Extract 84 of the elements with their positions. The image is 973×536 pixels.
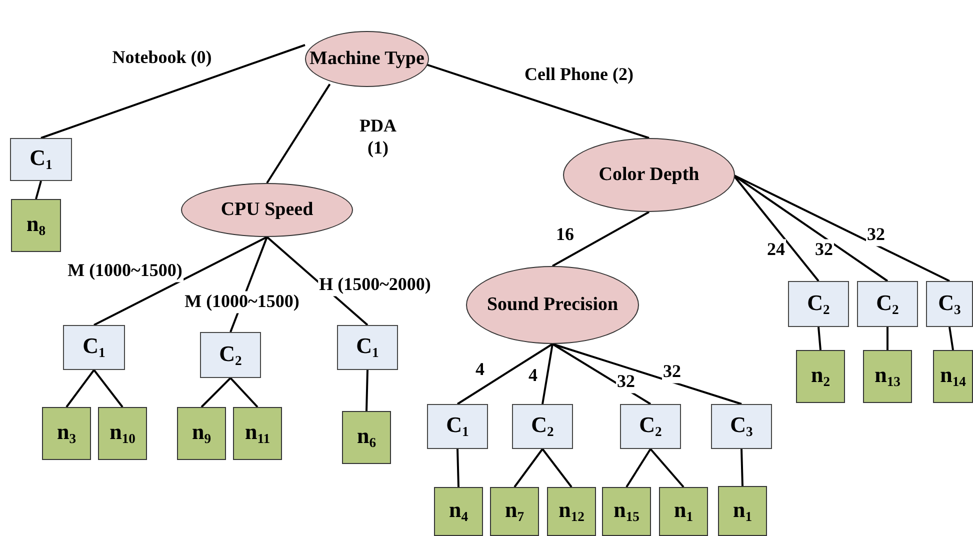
leaf-label: n$_{3}$ xyxy=(56,419,76,448)
leaf-box xyxy=(718,486,767,536)
tree-branch-line xyxy=(626,448,652,488)
tree-branch-line xyxy=(200,377,232,408)
class-box xyxy=(788,281,849,327)
leaf-box xyxy=(933,350,973,403)
leaf-label: n$_{1}$ xyxy=(674,497,694,526)
class-label: C$_{1}$ xyxy=(356,333,379,362)
leaf-label: n$_{10}$ xyxy=(110,419,136,448)
tree-branch-line xyxy=(818,326,822,350)
tree-branch-line xyxy=(542,344,554,404)
leaf-box xyxy=(177,407,226,460)
class-box xyxy=(620,404,681,449)
attribute-name: CPU Speed xyxy=(220,198,314,222)
leaf-label: n$_{15}$ xyxy=(614,497,640,526)
leaf-box xyxy=(98,407,147,460)
tree-branch-line xyxy=(230,377,258,408)
leaf-box xyxy=(490,487,539,536)
leaf-box xyxy=(602,487,651,536)
attribute-name: Machine Type xyxy=(310,48,424,70)
class-label: C$_{1}$ xyxy=(82,333,106,362)
leaf-box xyxy=(42,407,91,460)
class-box xyxy=(926,281,973,327)
tree-branch-line xyxy=(66,369,95,408)
leaf-box xyxy=(342,411,391,464)
class-box xyxy=(857,281,918,327)
leaf-label: n$_{1}$ xyxy=(732,496,752,526)
class-box xyxy=(512,404,573,449)
tree-branch-line xyxy=(650,448,684,488)
edge-label: M (1000~1500) xyxy=(184,291,300,313)
class-label: C$_{3}$ xyxy=(938,290,961,318)
edge-label: 32 xyxy=(616,371,636,393)
attribute-name: Color Depth xyxy=(598,164,700,186)
tree-branch-line xyxy=(93,369,124,408)
tree-branch-line xyxy=(35,180,42,200)
class-box xyxy=(200,332,261,378)
leaf-box xyxy=(233,407,282,460)
class-box xyxy=(63,325,125,370)
tree-branch-line xyxy=(366,370,368,412)
tree-branch-line xyxy=(40,44,306,139)
class-label: C$_{2}$ xyxy=(876,290,899,318)
leaf-label: n$_{9}$ xyxy=(192,419,212,448)
leaf-box xyxy=(434,487,483,536)
tree-branch-line xyxy=(266,84,331,184)
class-box xyxy=(427,404,488,449)
tree-branch-line xyxy=(552,343,652,405)
tree-branch-line xyxy=(514,448,544,488)
leaf-label: n$_{14}$ xyxy=(940,362,966,391)
tree-branch-line xyxy=(886,327,888,350)
class-label: C$_{2}$ xyxy=(639,412,662,441)
class-label: C$_{2}$ xyxy=(219,340,242,370)
tree-branch-line xyxy=(426,64,650,139)
tree-branch-line xyxy=(740,448,744,486)
tree-branch-line xyxy=(948,326,954,350)
leaf-box xyxy=(796,350,845,403)
leaf-box xyxy=(863,350,912,403)
tree-branch-line xyxy=(456,448,460,488)
leaf-label: n$_{4}$ xyxy=(448,497,468,526)
tree-branch-line xyxy=(732,174,888,282)
leaf-box xyxy=(547,487,596,536)
attribute-name: Sound Precision xyxy=(486,294,618,316)
class-box xyxy=(337,325,398,370)
class-box xyxy=(10,138,72,181)
leaf-box xyxy=(11,199,61,252)
leaf-label: n$_{6}$ xyxy=(356,423,376,452)
leaf-label: n$_{8}$ xyxy=(26,211,46,240)
class-label: C$_{3}$ xyxy=(730,412,753,441)
leaf-label: n$_{11}$ xyxy=(244,419,270,448)
tree-branch-line xyxy=(552,343,742,405)
leaf-label: n$_{2}$ xyxy=(810,362,830,391)
tree-branch-line xyxy=(552,211,650,267)
leaf-label: n$_{13}$ xyxy=(874,362,900,391)
tree-branch-line xyxy=(732,174,950,282)
class-label: C$_{2}$ xyxy=(531,412,554,441)
tree-branch-line xyxy=(456,343,554,405)
leaf-label: n$_{7}$ xyxy=(504,497,524,526)
leaf-label: n$_{12}$ xyxy=(558,497,584,526)
leaf-box xyxy=(659,487,708,536)
class-box xyxy=(711,404,772,449)
class-label: C$_{1}$ xyxy=(446,412,469,441)
class-label: C$_{2}$ xyxy=(807,290,830,318)
class-label: C$_{1}$ xyxy=(30,145,52,174)
tree-branch-line xyxy=(94,236,268,326)
tree-branch-line xyxy=(542,448,572,488)
